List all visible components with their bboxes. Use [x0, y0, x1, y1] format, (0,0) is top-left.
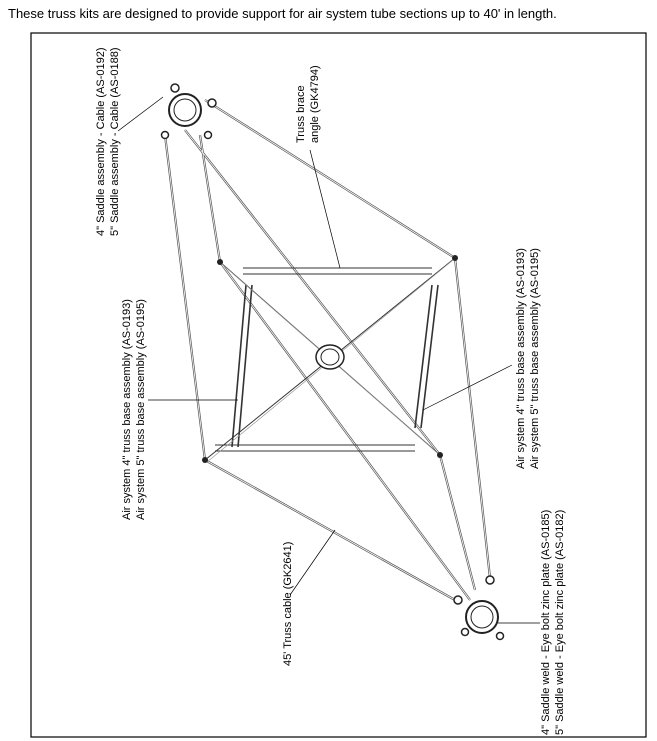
saddle-weld-label-5: 5" Saddle weld - Eye bolt zinc plate (AS…: [554, 510, 566, 735]
center-saddle: [315, 344, 345, 370]
truss-frame: [204, 257, 456, 463]
truss-base-left-label-5: Air system 5" truss base assembly (AS-01…: [135, 299, 147, 520]
diagram-frame: [30, 32, 647, 738]
truss-brace-label-2: angle (GK4794): [309, 65, 321, 143]
intro-text: These truss kits are designed to provide…: [8, 6, 557, 21]
truss-cables: [163, 99, 492, 601]
saddle-weld-label-4: 4" Saddle weld - Eye bolt zinc plate (AS…: [540, 510, 552, 735]
callout-labels: 4" Saddle assembly - Cable (AS-0192) 5" …: [95, 47, 566, 735]
bottom-saddle: [453, 575, 505, 641]
truss-base-right-label-4: Air system 4" truss base assembly (AS-01…: [515, 248, 527, 469]
saddle-assembly-label-5: 5" Saddle assembly - Cable (AS-0188): [109, 47, 121, 236]
saddle-assembly-label-4: 4" Saddle assembly - Cable (AS-0192): [95, 47, 107, 236]
truss-cable-label: 45' Truss cable (GK2641): [282, 542, 294, 666]
cable-nodes: [202, 255, 458, 463]
top-saddle: [160, 83, 217, 140]
truss-base-right-label-5: Air system 5" truss base assembly (AS-01…: [529, 248, 541, 469]
truss-brace-label-1: Truss brace: [295, 85, 307, 143]
leader-lines: [117, 96, 540, 624]
truss-base-left-label-4: Air system 4" truss base assembly (AS-01…: [121, 299, 133, 520]
